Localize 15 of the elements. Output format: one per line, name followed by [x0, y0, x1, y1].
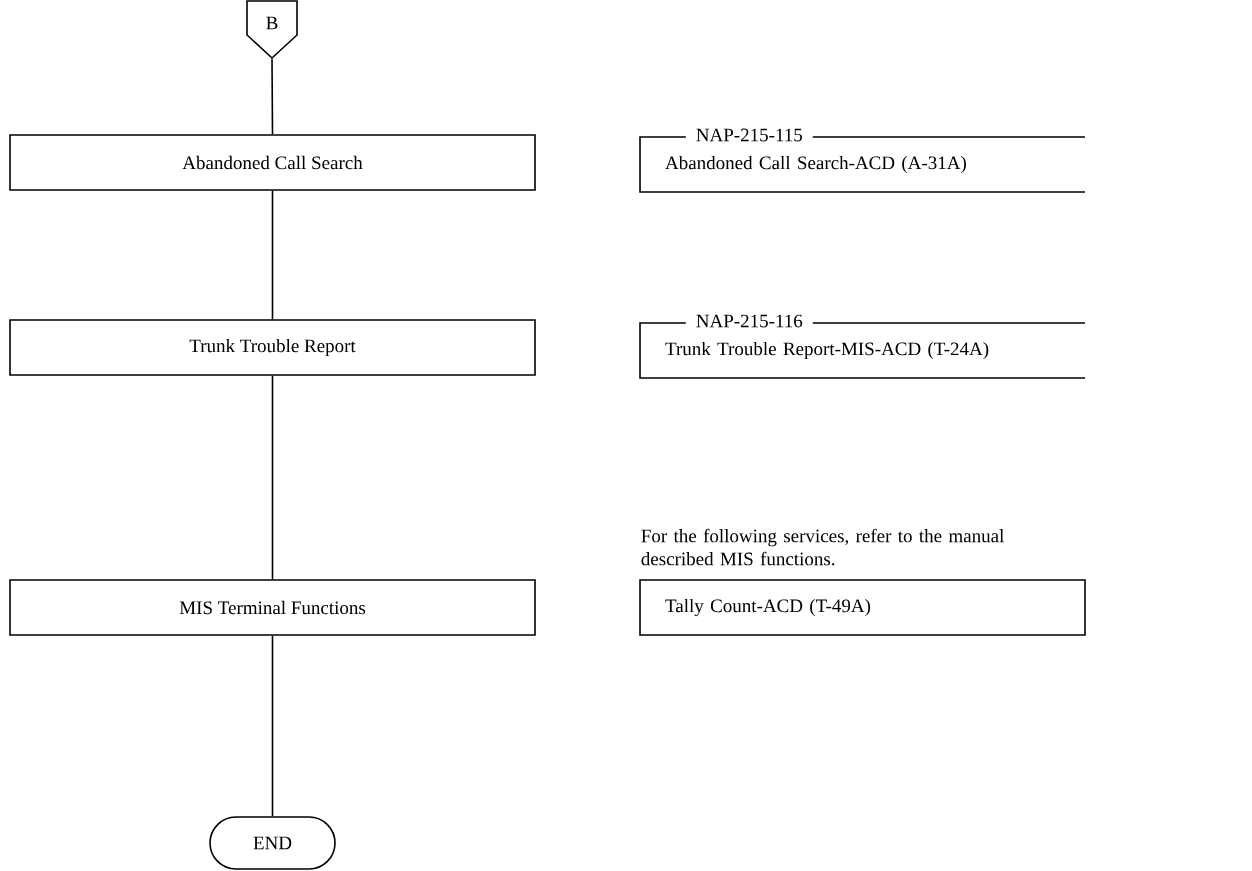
connector-line: [271, 190, 274, 320]
reference-bracket: NAP-215-116 Trunk Trouble Report-MIS-ACD (T-24A): [639, 312, 1086, 379]
node-label: NAP-215-116: [696, 314, 803, 328]
process-box: Abandoned Call Search: [9, 134, 536, 191]
node-label: Abandoned Call Search-ACD (A-31A): [665, 155, 966, 174]
node-label: Trunk Trouble Report-MIS-ACD (T-24A): [665, 341, 989, 360]
reference-box: Tally Count-ACD (T-49A): [639, 579, 1086, 636]
reference-bracket: NAP-215-115 Abandoned Call Search-ACD (A-31A): [639, 126, 1086, 193]
connector-line: [271, 375, 274, 580]
process-box: Trunk Trouble Report: [9, 319, 536, 376]
connector-line: [271, 58, 274, 135]
node-label: NAP-215-115: [696, 128, 803, 142]
process-box: MIS Terminal Functions: [9, 579, 536, 636]
connector-pentagon: B: [246, 0, 298, 60]
connector-line: [271, 635, 274, 817]
